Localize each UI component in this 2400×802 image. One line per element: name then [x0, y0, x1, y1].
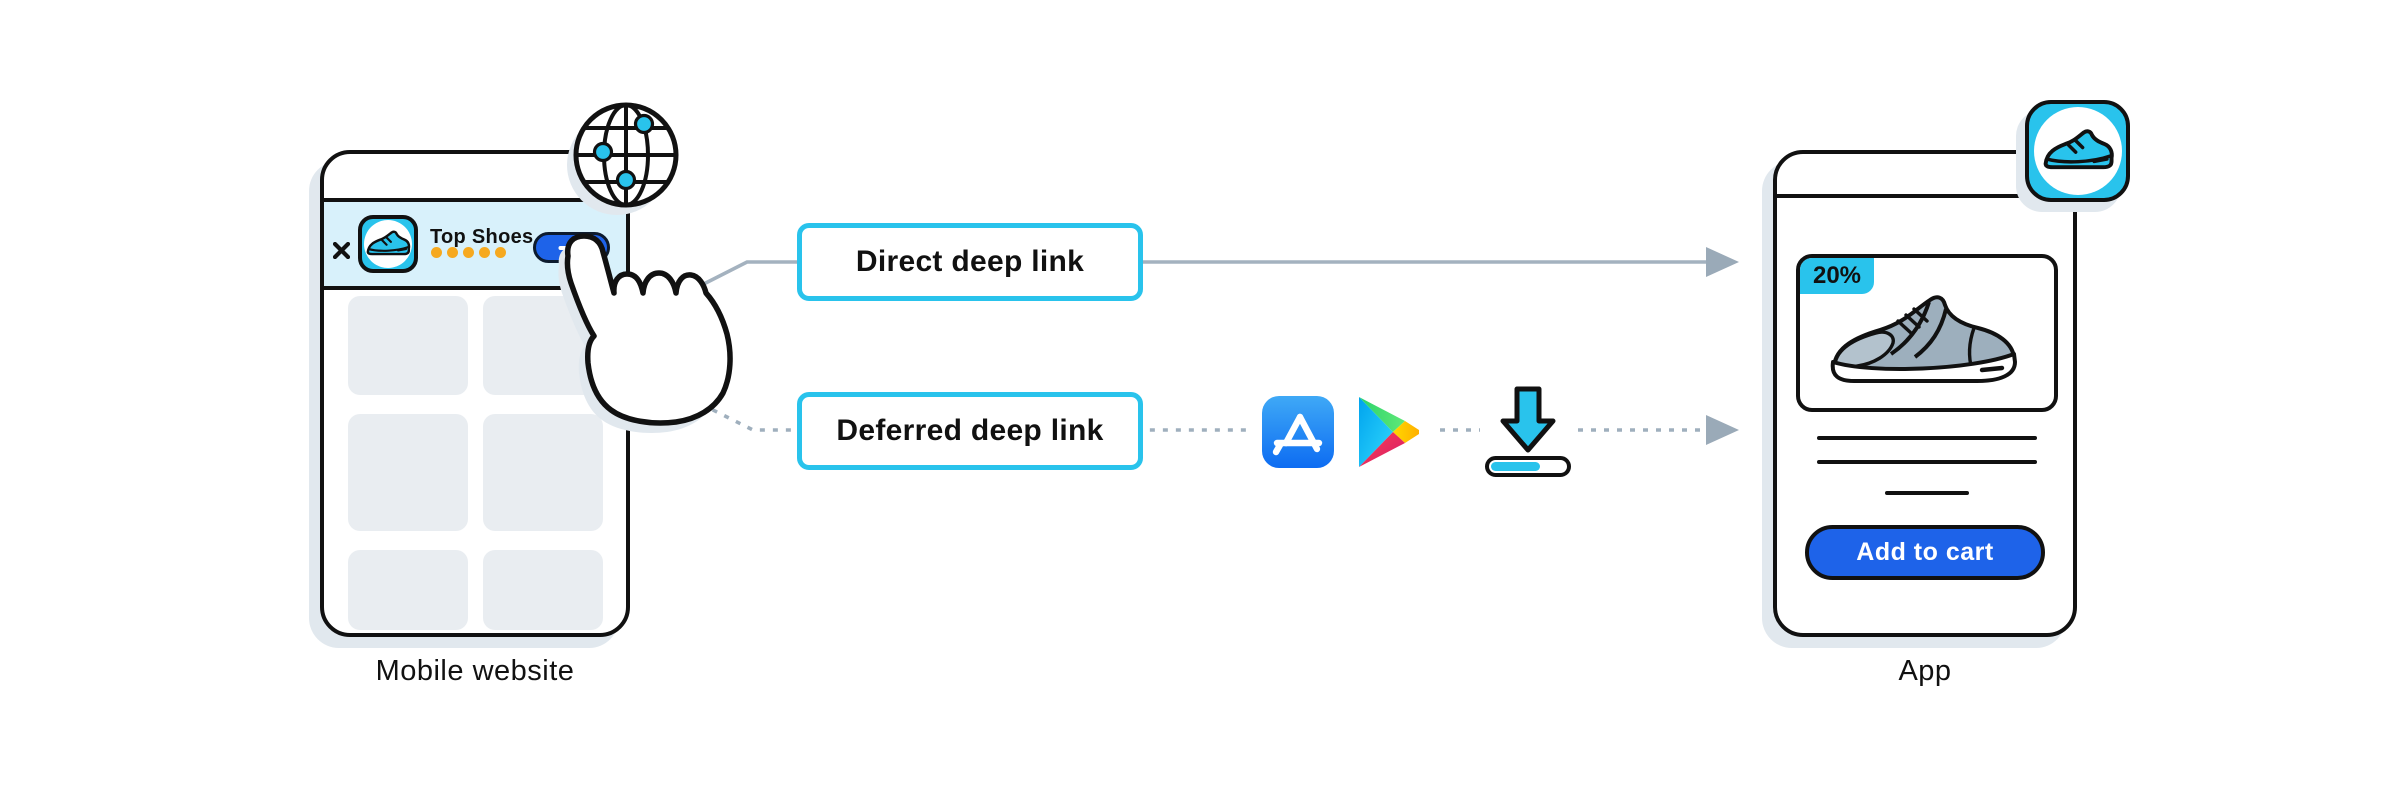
content-tile	[483, 550, 603, 630]
app-label: App	[1898, 655, 1952, 687]
banner-title: Top Shoes	[430, 226, 534, 248]
rating-dot	[447, 247, 458, 258]
discount-value: 20%	[1812, 262, 1862, 289]
text-placeholder-line	[1817, 460, 2037, 464]
installed-app-icon[interactable]	[2025, 100, 2130, 202]
add-to-cart-button[interactable]: Add to cart	[1805, 525, 2045, 580]
direct-deep-link-box: Direct deep link	[797, 223, 1143, 301]
app-header	[1777, 154, 2073, 198]
content-tile	[348, 550, 468, 630]
rating-dot	[495, 247, 506, 258]
rating-dot	[463, 247, 474, 258]
product-sneaker-image	[1830, 295, 2017, 383]
close-icon[interactable]	[333, 242, 350, 259]
shoe-app-icon	[358, 215, 418, 273]
add-to-cart-label: Add to cart	[1856, 538, 1994, 566]
sole-dash	[1979, 365, 2005, 373]
product-card: 20%	[1796, 254, 2058, 412]
app-store-icon[interactable]	[1262, 396, 1334, 468]
banner-install-button[interactable]	[533, 232, 610, 263]
sneaker-icon	[366, 230, 411, 256]
direct-deep-link-label: Direct deep link	[855, 245, 1085, 278]
sneaker-icon	[2043, 129, 2114, 170]
rating-dot	[479, 247, 490, 258]
discount-badge: 20%	[1800, 258, 1874, 294]
content-tile	[483, 414, 603, 531]
google-play-icon[interactable]	[1356, 394, 1422, 470]
download-arrow-icon	[1500, 386, 1556, 453]
text-placeholder-line	[1885, 491, 1969, 495]
app-phone: 20% Add to cart	[1773, 150, 2077, 637]
content-tile	[483, 296, 603, 395]
text-placeholder-line	[1817, 436, 2037, 440]
app-install-banner[interactable]: Top Shoes	[324, 198, 626, 290]
mobile-website-phone: Top Shoes	[320, 150, 630, 637]
content-tile	[348, 296, 468, 395]
mobile-website-header	[324, 154, 626, 198]
mobile-website-label: Mobile website	[375, 655, 575, 687]
rating-dots	[431, 247, 506, 258]
content-tile	[348, 414, 468, 531]
deferred-deep-link-box: Deferred deep link	[797, 392, 1143, 470]
rating-dot	[431, 247, 442, 258]
progress-bar-fill	[1491, 462, 1540, 471]
deferred-deep-link-label: Deferred deep link	[836, 414, 1104, 447]
app-install-progress-icon	[1485, 386, 1571, 477]
button-dash	[558, 245, 585, 250]
